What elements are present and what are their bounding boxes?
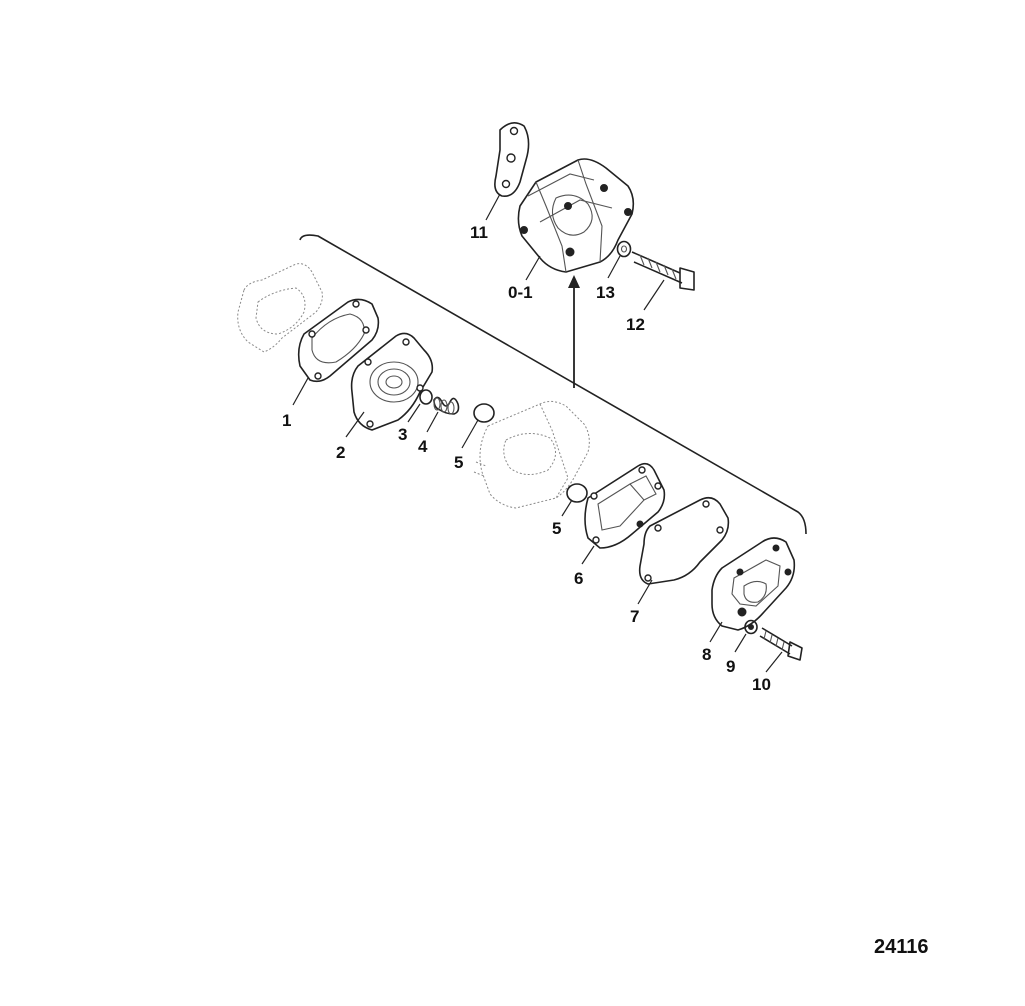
part-4-spring <box>433 396 460 415</box>
callout-labels: 1 2 3 4 5 5 6 7 8 9 10 11 0-1 13 12 <box>282 223 771 694</box>
callout-0-1: 0-1 <box>508 283 533 302</box>
callout-2: 2 <box>336 443 345 462</box>
part-3-o-ring <box>419 389 433 405</box>
callout-1: 1 <box>282 411 291 430</box>
callout-7: 7 <box>630 607 639 626</box>
part-5-check-valve-upper <box>473 403 495 423</box>
leader-lines <box>292 193 783 673</box>
callout-4: 4 <box>418 437 428 456</box>
part-2-diaphragm <box>350 332 434 431</box>
callout-6: 6 <box>574 569 583 588</box>
part-8-cover <box>711 537 796 631</box>
part-7-diaphragm <box>638 496 730 585</box>
assembly-bracket <box>299 234 807 535</box>
part-10-screw <box>759 627 803 661</box>
callout-10: 10 <box>752 675 771 694</box>
part-12-screw <box>631 251 695 291</box>
callout-3: 3 <box>398 425 407 444</box>
part-5-check-valve-lower <box>566 483 588 503</box>
callout-13: 13 <box>596 283 615 302</box>
callout-8: 8 <box>702 645 711 664</box>
part-1-gasket <box>297 298 380 383</box>
callout-12: 12 <box>626 315 645 334</box>
callout-9: 9 <box>726 657 735 676</box>
part-13-washer <box>616 240 632 258</box>
part-0-1-fuel-pump-assembly <box>517 158 635 273</box>
callout-11: 11 <box>470 223 488 242</box>
figure-number: 24116 <box>874 936 929 958</box>
callout-5-upper: 5 <box>454 453 463 472</box>
callout-5-lower: 5 <box>552 519 561 538</box>
part-9-washer <box>744 619 758 635</box>
part-cover-outline <box>237 263 323 353</box>
part-pump-body <box>473 400 590 509</box>
part-11-gasket <box>494 122 530 198</box>
part-6-gasket <box>584 462 666 549</box>
assembly-arrow <box>568 275 580 388</box>
